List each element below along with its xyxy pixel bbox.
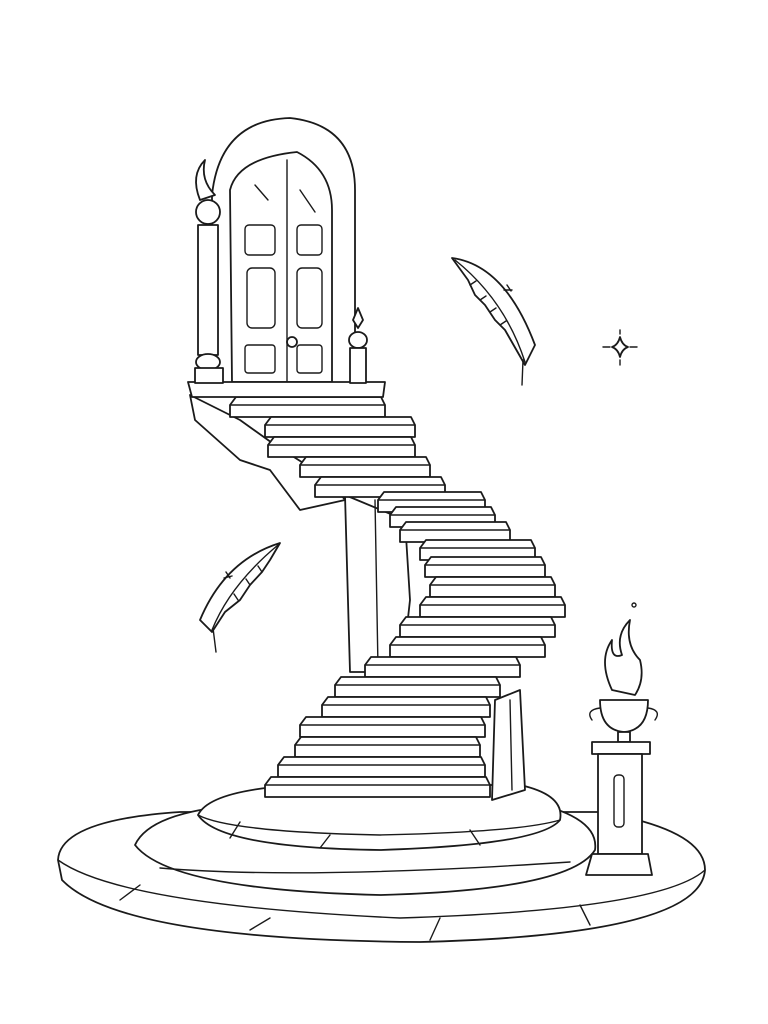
left-pillar: [194, 159, 224, 384]
stair-step: [419, 596, 566, 618]
stair-step: [294, 736, 481, 758]
flame-brazier-pedestal: [585, 602, 658, 876]
stair-step: [229, 396, 386, 418]
stair-step: [321, 696, 491, 718]
spiral-staircase-steps: [229, 396, 566, 798]
stair-step: [399, 521, 511, 543]
stair-step: [429, 576, 556, 598]
right-finial: [348, 307, 368, 384]
floating-quill-feather-right: [451, 257, 536, 386]
flame-icon: [604, 619, 643, 696]
door-landing: [187, 381, 386, 398]
stair-step: [277, 756, 486, 778]
door-knob: [286, 336, 298, 348]
stair-step: [264, 776, 491, 798]
stair-step: [299, 456, 431, 478]
stair-step: [364, 656, 521, 678]
sparkle-icon: [602, 329, 638, 366]
arched-doorway: [187, 117, 386, 398]
pillar-flame-finial: [195, 159, 216, 201]
circular-base-platform: [57, 784, 706, 943]
floating-quill-feather-left: [199, 542, 281, 653]
stair-step: [334, 676, 501, 698]
double-door: [229, 151, 333, 383]
stair-step: [424, 556, 546, 578]
stair-step: [389, 636, 546, 658]
stair-step: [399, 616, 556, 638]
stair-step: [267, 436, 416, 458]
stair-step: [264, 416, 416, 438]
stair-step: [299, 716, 486, 738]
